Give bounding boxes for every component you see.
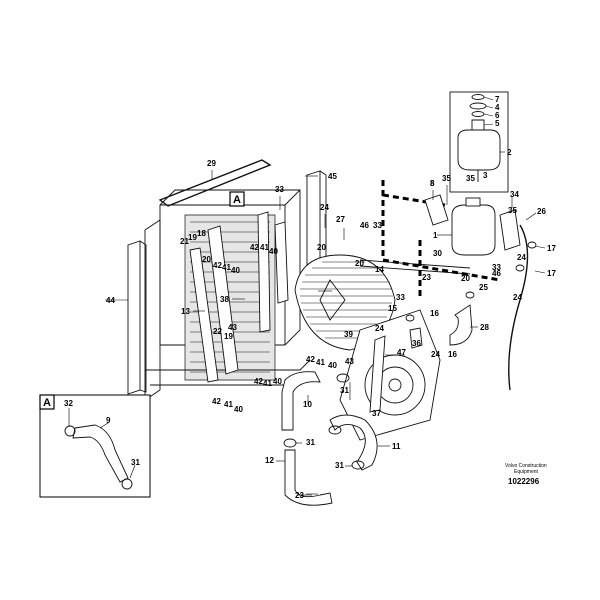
callout-45: 45 xyxy=(328,172,337,181)
footer-block: Volvo Construction Equipment 1022296 xyxy=(505,463,547,486)
callout-2: 2 xyxy=(507,148,512,157)
callout-26: 26 xyxy=(537,207,546,216)
callout-40: 40 xyxy=(234,405,243,414)
callout-41: 41 xyxy=(316,358,325,367)
detail-marker-inset: A xyxy=(39,394,55,410)
hoses xyxy=(189,211,529,506)
callout-40: 40 xyxy=(269,247,278,256)
callout-33: 33 xyxy=(396,293,405,302)
callout-38: 38 xyxy=(220,295,229,304)
callout-10: 10 xyxy=(303,400,312,409)
callout-35: 35 xyxy=(466,174,475,183)
callout-24: 24 xyxy=(431,350,440,359)
drawing-number: 1022296 xyxy=(508,477,540,486)
callout-40: 40 xyxy=(273,377,282,386)
callout-41: 41 xyxy=(222,263,231,272)
callout-20: 20 xyxy=(355,259,364,268)
callout-40: 40 xyxy=(328,361,337,370)
callout-41: 41 xyxy=(224,400,233,409)
callout-11: 11 xyxy=(392,442,401,451)
callout-31: 31 xyxy=(306,438,315,447)
callout-47: 47 xyxy=(397,348,406,357)
callout-33: 33 xyxy=(275,185,284,194)
callout-22: 22 xyxy=(213,327,222,336)
callout-7: 7 xyxy=(495,95,500,104)
callout-23: 23 xyxy=(422,273,431,282)
callout-31: 31 xyxy=(340,386,349,395)
callout-46: 46 xyxy=(360,221,369,230)
callout-40: 40 xyxy=(231,266,240,275)
callout-46: 46 xyxy=(492,269,501,278)
callout-42: 42 xyxy=(213,261,222,270)
callout-31: 31 xyxy=(335,461,344,470)
callout-29: 29 xyxy=(207,159,216,168)
callout-3: 3 xyxy=(483,171,488,180)
callout-33: 33 xyxy=(492,263,501,272)
detail-marker-label: A xyxy=(233,194,241,206)
callout-9: 9 xyxy=(106,416,111,425)
callout-33: 33 xyxy=(373,221,382,230)
callout-23: 23 xyxy=(295,491,304,500)
callout-15: 15 xyxy=(388,304,397,313)
callout-5: 5 xyxy=(495,119,500,128)
callout-14: 14 xyxy=(375,265,384,274)
callout-20: 20 xyxy=(202,255,211,264)
callout-19: 19 xyxy=(188,233,197,242)
callout-25: 25 xyxy=(479,283,488,292)
callout-44: 44 xyxy=(106,296,115,305)
callouts: 29 45 33 24 27 46 33 21 19 18 42 41 20 4… xyxy=(64,95,556,500)
callout-24: 24 xyxy=(375,324,384,333)
callout-1: 1 xyxy=(433,231,438,240)
callout-41: 41 xyxy=(260,243,269,252)
callout-18: 18 xyxy=(197,229,206,238)
callout-16: 16 xyxy=(448,350,457,359)
callout-17: 17 xyxy=(547,269,556,278)
callout-6: 6 xyxy=(495,111,500,120)
callout-21: 21 xyxy=(180,237,189,246)
detail-a-box xyxy=(39,394,151,498)
callout-20: 20 xyxy=(317,243,326,252)
callout-4: 4 xyxy=(495,103,500,112)
manufacturer-line-2: Equipment xyxy=(514,469,539,475)
callout-42: 42 xyxy=(254,377,263,386)
callout-19: 19 xyxy=(224,332,233,341)
callout-43: 43 xyxy=(228,323,237,332)
callout-39: 39 xyxy=(344,330,353,339)
callout-8: 8 xyxy=(430,179,435,188)
callout-35: 35 xyxy=(508,206,517,215)
callout-24: 24 xyxy=(320,203,329,212)
callout-41: 41 xyxy=(263,379,272,388)
callout-17: 17 xyxy=(547,244,556,253)
callout-42: 42 xyxy=(212,397,221,406)
callout-35: 35 xyxy=(442,174,451,183)
callout-42: 42 xyxy=(250,243,259,252)
top-bar xyxy=(158,159,272,207)
callout-37: 37 xyxy=(372,409,381,418)
left-post xyxy=(127,240,147,395)
callout-16: 16 xyxy=(430,309,439,318)
detail-marker-main: A xyxy=(229,191,245,207)
callout-13: 13 xyxy=(181,307,190,316)
manufacturer-line-1: Volvo Construction xyxy=(505,463,547,469)
callout-27: 27 xyxy=(336,215,345,224)
callout-12: 12 xyxy=(265,456,274,465)
expansion-tank xyxy=(424,194,521,256)
callout-20: 20 xyxy=(461,274,470,283)
tank-detail-inset xyxy=(449,91,509,193)
callout-8: 8 xyxy=(430,179,435,188)
detail-marker-inset-label: A xyxy=(43,397,51,409)
callout-34: 34 xyxy=(510,190,519,199)
callout-31: 31 xyxy=(131,458,140,467)
callout-43: 43 xyxy=(345,357,354,366)
leader-lines xyxy=(68,96,546,496)
callout-42: 42 xyxy=(306,355,315,364)
callout-24: 24 xyxy=(517,253,526,262)
callout-36: 36 xyxy=(412,339,421,348)
callout-28: 28 xyxy=(480,323,489,332)
callout-32: 32 xyxy=(64,399,73,408)
callout-24: 24 xyxy=(513,293,522,302)
callout-30: 30 xyxy=(433,249,442,258)
